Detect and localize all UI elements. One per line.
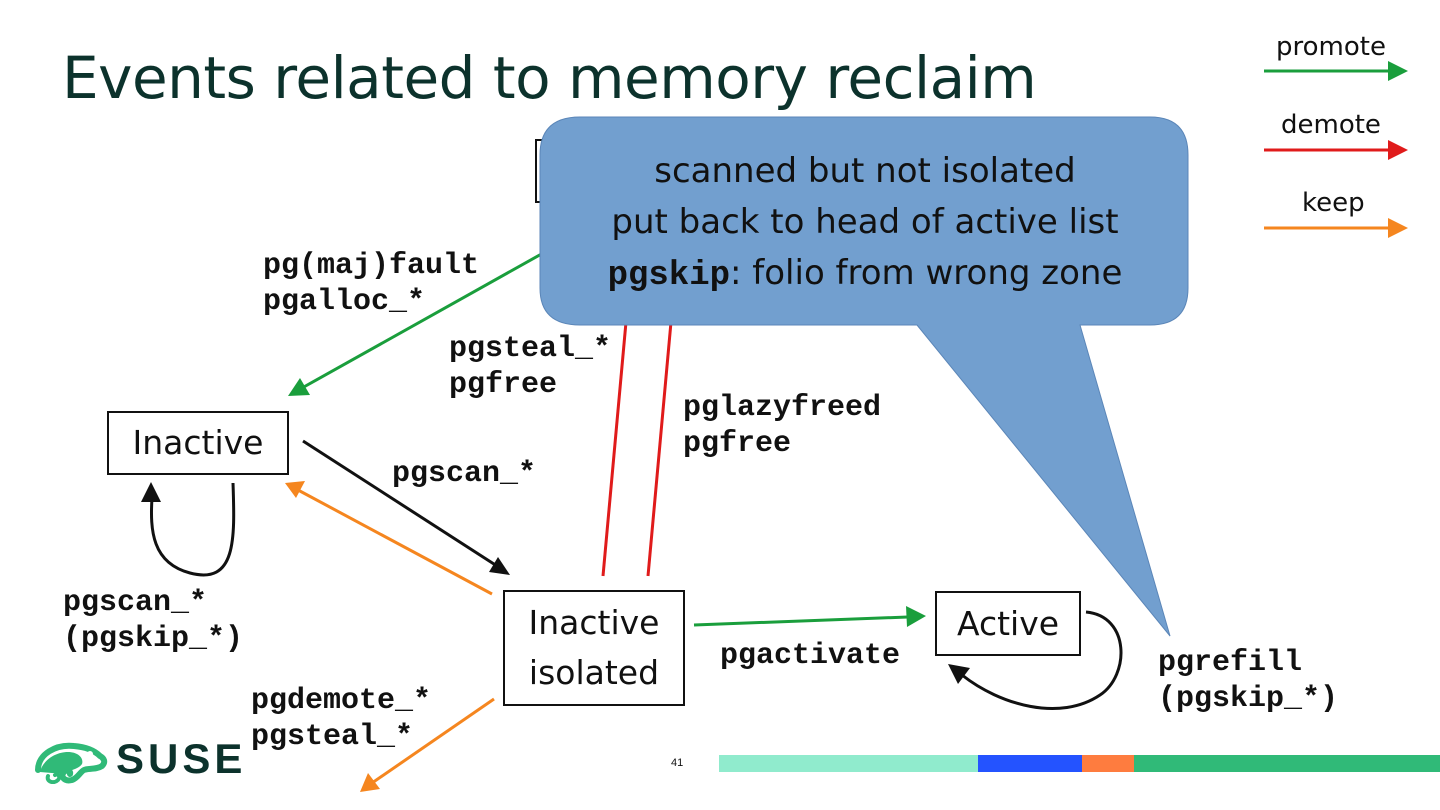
active-loop-arrow [948,610,1123,710]
callout-bubble [539,116,1189,637]
event-demote-label: pgdemote_* pgsteal_* [251,684,432,754]
footer-bar-segment-3 [1082,755,1134,772]
event-scan-label: pgscan_* [392,457,537,491]
legend-demote-label: demote [1281,110,1381,140]
legend-promote-label: promote [1276,32,1386,62]
event-refill-label: pgrefill (pgskip_*) [1158,646,1339,716]
event-inactive-loop-label: pgscan_* (pgskip_*) [63,586,244,656]
legend-keep-label: keep [1302,188,1365,218]
legend-promote-arrow [1264,61,1408,81]
state-inactive-isolated: Inactive isolated [503,590,685,706]
brand-wordmark: SUSE [116,735,247,782]
slide-title: Events related to memory reclaim [62,44,1037,112]
state-isolated-label-line2: isolated [528,653,660,692]
activate-arrow [693,606,926,627]
callout-line2: put back to head of active list [611,202,1119,242]
event-activate-label: pgactivate [720,639,901,673]
legend-demote-arrow [1264,140,1408,160]
chameleon-logo-icon [35,742,108,784]
event-steal-label: pgsteal_* pgfree [449,332,612,402]
state-inactive-label: Inactive [132,423,264,462]
footer-bar-segment-4 [1134,755,1440,772]
demote-arrow [360,697,495,792]
state-inactive: Inactive [107,411,289,475]
fault-arrow [288,250,546,396]
event-lazyfree-label: pglazyfreed pgfree [683,391,882,461]
lazyfree-line [646,299,675,577]
state-active-label: Active [956,603,1060,643]
event-fault-label: pg(maj)fault pgalloc_* [263,249,480,319]
state-active: Active [935,591,1081,656]
callout-text: scanned but not isolated put back to hea… [545,146,1185,302]
legend-keep-arrow [1264,218,1408,238]
steal-free-line [601,299,630,577]
scan-arrow [302,439,510,575]
page-number: 41 [671,757,684,769]
callout-line1: scanned but not isolated [654,151,1076,191]
footer-bar-segment-2 [978,755,1082,772]
callout-line3: pgskip: folio from wrong zone [607,253,1123,295]
footer-bar-segment-1 [719,755,978,772]
inactive-loop-arrow [141,482,236,577]
putback-inactive-arrow [285,481,493,596]
state-isolated-label-line1: Inactive [528,603,660,642]
